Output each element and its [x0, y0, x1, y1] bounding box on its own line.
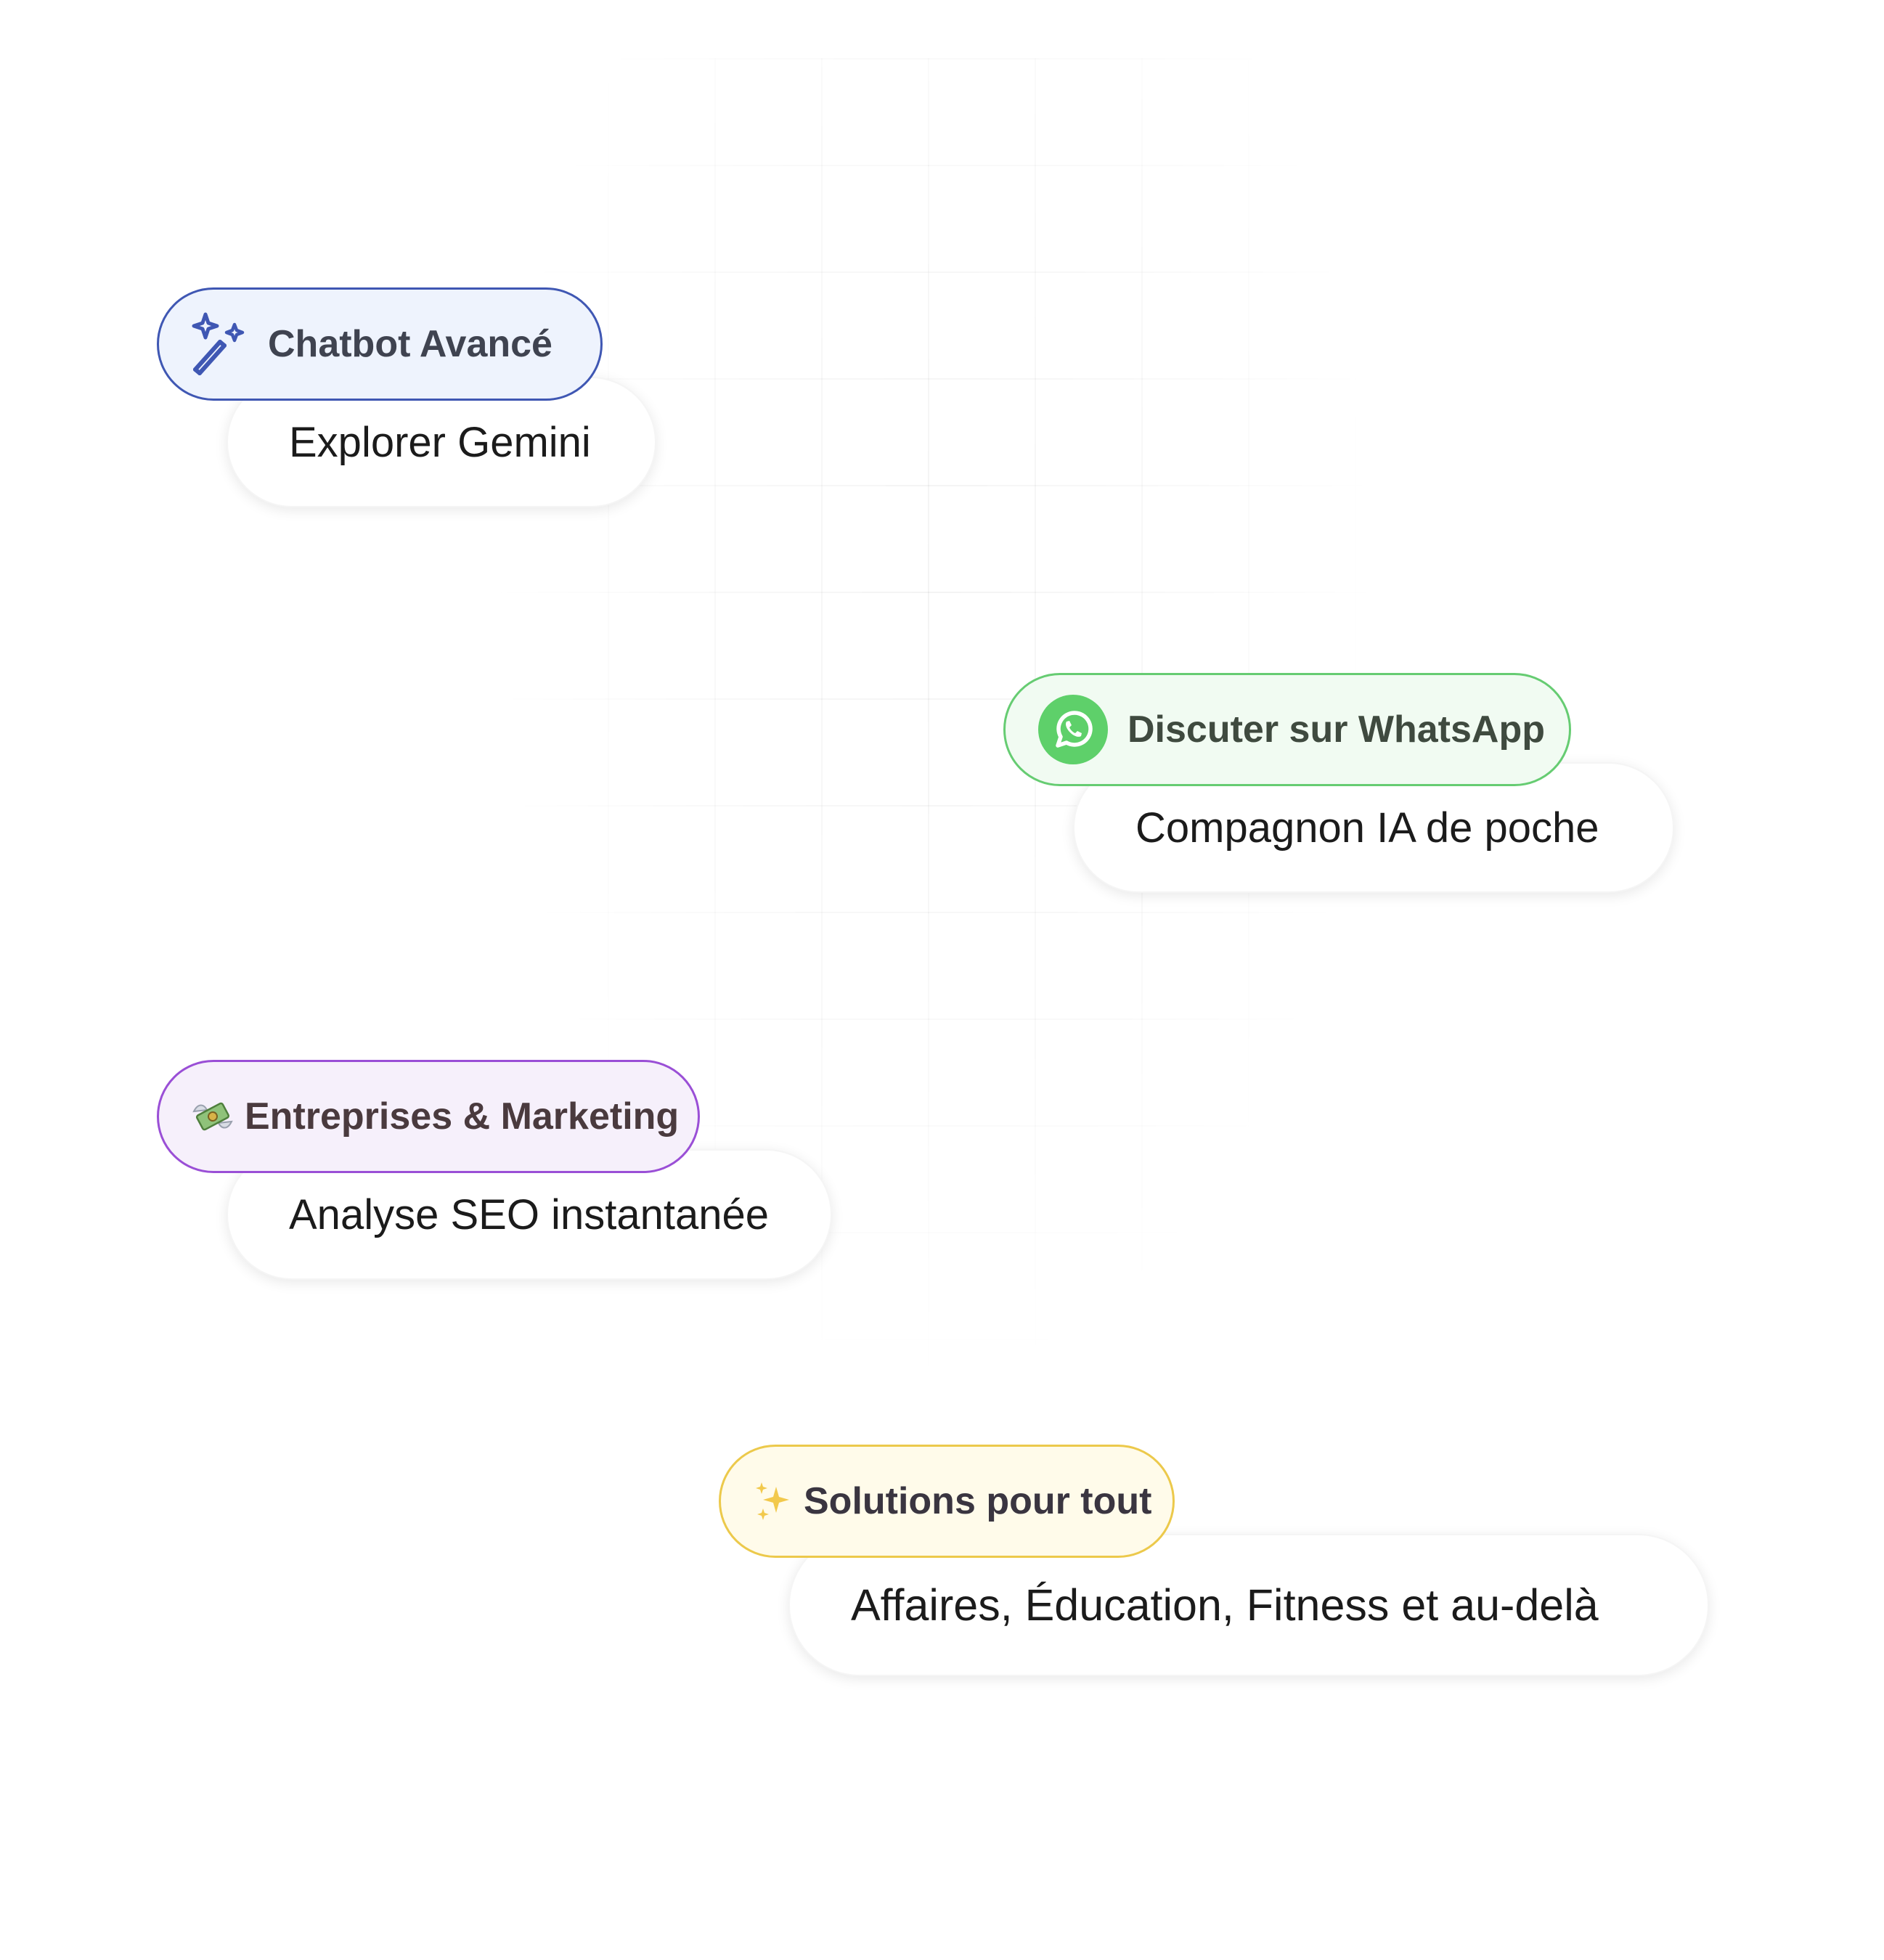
feature-tag-whatsapp[interactable]: Discuter sur WhatsApp: [1003, 673, 1571, 786]
feature-description: Analyse SEO instantanée: [289, 1191, 769, 1238]
feature-card-whatsapp: Compagnon IA de poche Discuter sur Whats…: [1003, 673, 1674, 898]
feature-description: Affaires, Éducation, Fitness et au-delà: [851, 1580, 1599, 1630]
feature-tag-solutions[interactable]: Solutions pour tout: [719, 1445, 1175, 1558]
feature-card-solutions: Affaires, Éducation, Fitness et au-delà …: [719, 1445, 1721, 1684]
feature-description: Explorer Gemini: [289, 418, 591, 466]
feature-tag-chatbot[interactable]: Chatbot Avancé: [157, 287, 603, 401]
feature-tag-label: Discuter sur WhatsApp: [1127, 709, 1545, 751]
feature-tag-label: Chatbot Avancé: [268, 323, 552, 365]
feature-description: Compagnon IA de poche: [1135, 804, 1599, 852]
feature-tag-label: Solutions pour tout: [804, 1480, 1152, 1522]
feature-tag-business[interactable]: Entreprises & Marketing: [157, 1060, 700, 1173]
feature-card-business: Analyse SEO instantanée Entreprises & Ma…: [157, 1060, 854, 1285]
magic-wand-icon: [188, 311, 249, 377]
sparkles-icon: [754, 1481, 792, 1522]
feature-card-chatbot: Explorer Gemini Chatbot Avancé: [157, 287, 665, 513]
money-wings-icon: [191, 1097, 235, 1136]
feature-tag-label: Entreprises & Marketing: [245, 1095, 680, 1138]
whatsapp-icon: [1037, 694, 1109, 765]
